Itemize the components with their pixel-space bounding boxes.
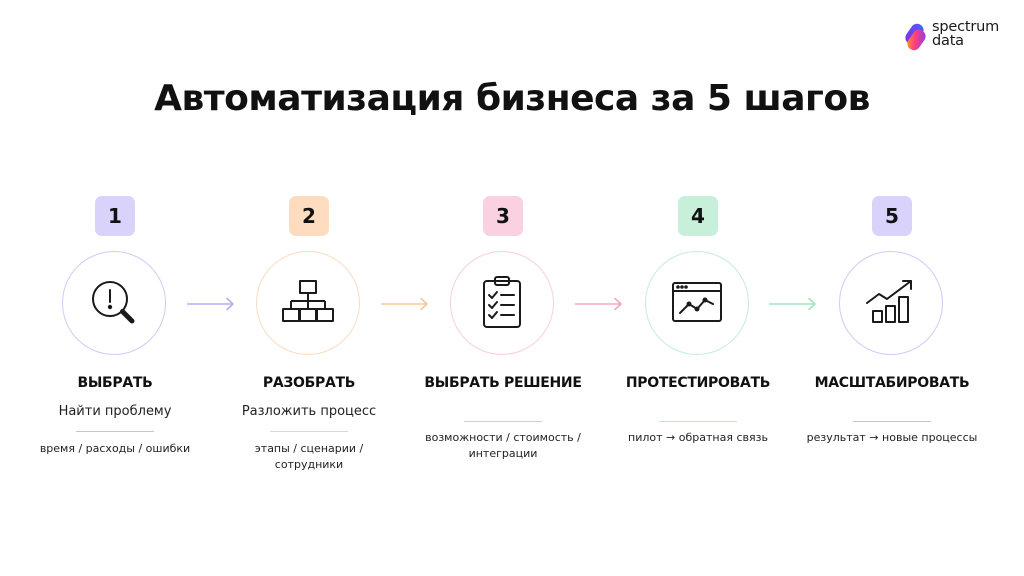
step-icon-circle [450, 251, 554, 355]
step-icon-circle [645, 251, 749, 355]
step-divider [270, 431, 348, 432]
step-number-badge: 2 [289, 196, 329, 236]
step-title: МАСШТАБИРОВАТЬ [814, 375, 970, 391]
logo-line-2: data [932, 33, 964, 49]
step-number-badge: 1 [95, 196, 135, 236]
step-icon-circle [256, 251, 360, 355]
step-5: 5 МАСШТАБИРОВАТЬ результат → новые проце… [797, 0, 987, 576]
growth-bars-icon [866, 280, 912, 323]
step-subtitle: Разложить процесс [241, 404, 377, 419]
step-title: РАЗОБРАТЬ [262, 375, 356, 391]
step-2: 2 РАЗОБРАТЬ Разложить процесс этапы / сц… [214, 0, 404, 576]
step-icon-circle [62, 251, 166, 355]
arrow-right-icon [575, 297, 622, 311]
step-divider [76, 431, 154, 432]
monitor-chart-icon [672, 282, 722, 322]
spectrum-data-logo: spectrum data [903, 20, 1013, 54]
step-details: время / расходы / ошибки [39, 442, 191, 455]
step-details: возможности / стоимость / интеграции [425, 431, 581, 460]
arrow-right-icon [769, 297, 816, 311]
step-divider [464, 421, 542, 422]
step-4: 4 ПРОТЕСТИРОВАТЬ пилот → обратная связь [603, 0, 793, 576]
step-details: пилот → обратная связь [628, 431, 768, 444]
step-1: 1 ВЫБРАТЬ Найти проблему время / расходы… [20, 0, 210, 576]
step-title: ВЫБРАТЬ РЕШЕНИЕ [424, 375, 582, 391]
clipboard-checklist-icon [483, 276, 521, 328]
step-details: этапы / сценарии / сотрудники [254, 442, 364, 471]
step-subtitle: Найти проблему [58, 404, 172, 419]
step-number-badge: 3 [483, 196, 523, 236]
arrow-right-icon [187, 297, 234, 311]
arrow-right-icon [381, 297, 428, 311]
spectrum-logo-icon [905, 23, 926, 51]
step-divider [853, 421, 931, 422]
page-title: Автоматизация бизнеса за 5 шагов [154, 78, 870, 119]
step-3: 3 ВЫБРАТЬ РЕШЕНИЕ возможности / стоимост… [408, 0, 598, 576]
search-alert-icon [92, 281, 135, 324]
step-title: ВЫБРАТЬ [77, 375, 153, 391]
step-number-badge: 5 [872, 196, 912, 236]
step-details: результат → новые процессы [806, 431, 978, 444]
step-number-badge: 4 [678, 196, 718, 236]
step-title: ПРОТЕСТИРОВАТЬ [625, 375, 771, 391]
hierarchy-icon [282, 280, 334, 322]
step-divider [659, 421, 737, 422]
step-icon-circle [839, 251, 943, 355]
logo-line-1: spectrum [932, 19, 1000, 35]
